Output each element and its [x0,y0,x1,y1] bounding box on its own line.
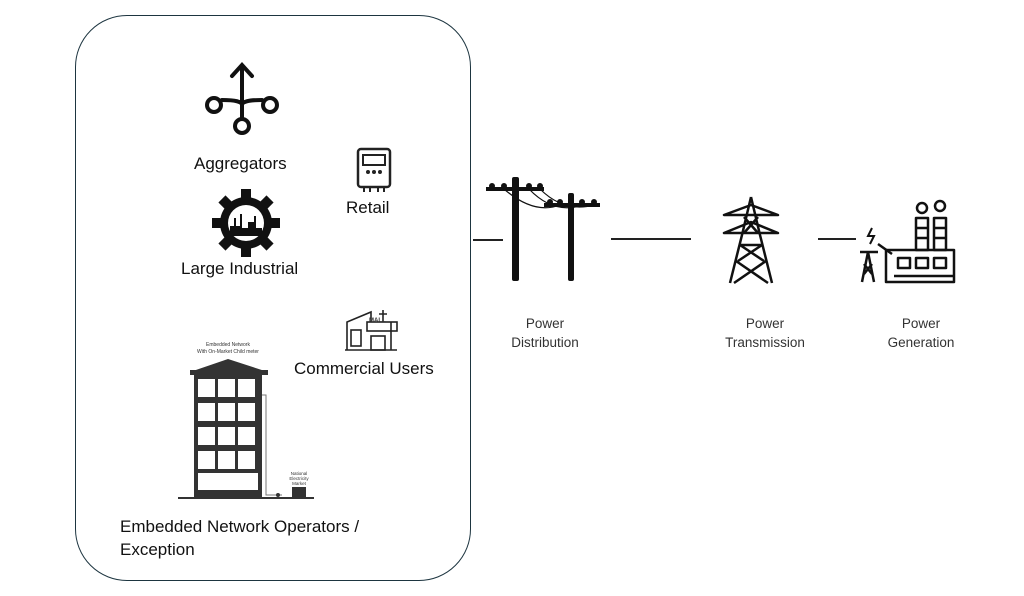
transmission-tower-icon [722,196,780,285]
transmission-line1: Power [745,316,785,331]
nem-label: National Electricity Market [286,471,312,486]
building-title: Embedded Network [206,342,250,348]
nem-label-line3: Market [292,481,306,486]
generation-line1: Power [901,316,941,331]
nem-label-line1: National [290,471,308,476]
building-window [198,379,215,397]
building-window [198,451,215,469]
generation-line2: Generation [887,335,955,350]
transmission-line2: Transmission [725,335,805,350]
building-window [218,403,235,421]
building-window [238,403,255,421]
retail-label: Retail [346,198,390,217]
embedded-network-operators-label: Embedded Network Operators / Exception [120,515,359,561]
distribution-line2: Distribution [511,335,579,350]
large-industrial-label: Large Industrial [181,259,299,278]
distribution-line1: Power [525,316,565,331]
nem-label-line2: Electricity [289,476,309,481]
power-generation-label: Power Generation [861,314,981,352]
industrial-gear-icon [212,189,280,257]
shopping-mall-icon [345,310,398,351]
commercial-users-label: Commercial Users [294,359,434,378]
connector-transmission-generation [818,238,856,240]
building-subtitle: With On-Market Child meter [197,349,259,355]
power-distribution-label: Power Distribution [485,314,605,352]
building-window [238,379,255,397]
connector-panel-distribution [473,239,503,241]
building-window [218,451,235,469]
market-participants-panel [75,15,471,581]
building-window [218,379,235,397]
building-window [238,427,255,445]
power-transmission-label: Power Transmission [705,314,825,352]
aggregator-network-icon [205,62,279,135]
utility-poles-icon [486,177,600,281]
building-window [198,403,215,421]
building-window [238,451,255,469]
power-plant-icon [860,199,956,284]
apartment-building-icon [178,359,314,499]
electricity-meter-icon [356,147,392,192]
connector-distribution-transmission [611,238,691,240]
building-window [198,427,215,445]
aggregators-label: Aggregators [194,154,287,173]
eno-line2: Exception [120,540,195,559]
eno-line1: Embedded Network Operators / [120,517,360,536]
building-window [218,427,235,445]
mall-sign: MALL [369,318,386,324]
